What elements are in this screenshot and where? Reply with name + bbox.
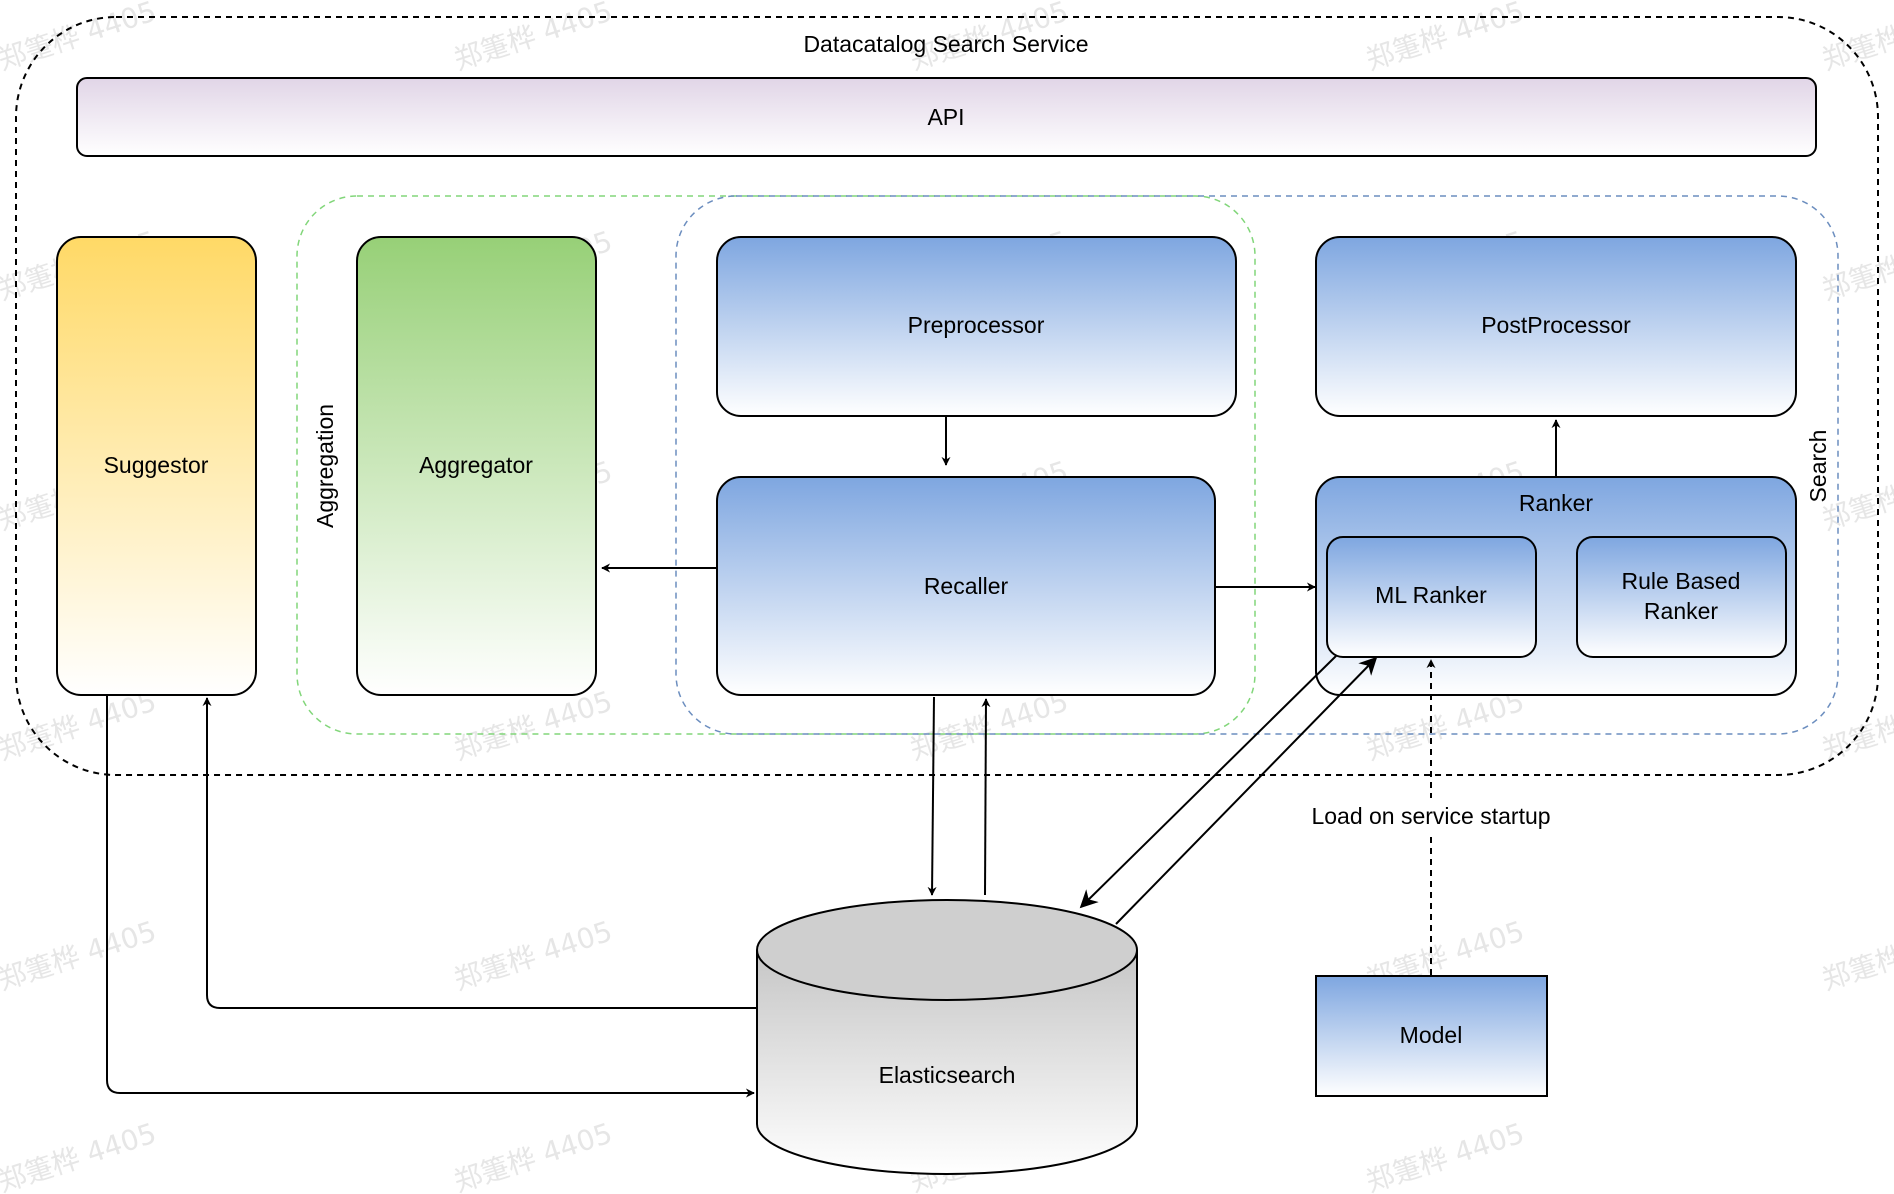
watermark: 郑箑桦 4405: [0, 0, 160, 77]
rule-based-ranker-node: [1576, 536, 1787, 658]
api-bar: [76, 77, 1817, 157]
edge-label-bg: [1300, 798, 1562, 834]
suggestor-node: [56, 236, 257, 696]
postprocessor-label: PostProcessor: [1481, 312, 1631, 338]
watermark: 郑箑桦 4405: [0, 685, 160, 767]
ranker-label: Ranker: [1519, 490, 1593, 516]
watermark: 郑箑桦 4405: [450, 685, 616, 767]
watermark: 郑箑桦 4405: [1362, 0, 1528, 77]
ml-ranker-node: [1326, 536, 1537, 658]
watermark: 郑箑桦 4405: [450, 1117, 616, 1194]
watermark: 郑箑桦 4405: [1818, 225, 1894, 307]
edge-elasticsearch-to-ml-ranker: [1115, 656, 1378, 925]
watermark: 郑箑桦 4405: [1362, 685, 1528, 767]
service-title: Datacatalog Search Service: [803, 31, 1088, 57]
edge-ranker-to-elasticsearch: [1079, 655, 1337, 909]
watermark: 郑箑桦 4405: [1818, 685, 1894, 767]
model-label: Model: [1400, 1022, 1463, 1048]
watermark: 郑箑桦 4405: [906, 685, 1072, 767]
watermark: 郑箑桦 4405: [0, 915, 160, 997]
service-container: [15, 16, 1879, 776]
model-node: [1315, 975, 1548, 1097]
rule-based-ranker-label-line1: Rule Based: [1622, 568, 1741, 594]
ml-ranker-label: ML Ranker: [1375, 582, 1487, 608]
postprocessor-node: [1315, 236, 1797, 417]
recaller-node: [716, 476, 1216, 696]
preprocessor-label: Preprocessor: [908, 312, 1045, 338]
suggestor-label: Suggestor: [104, 452, 209, 478]
aggregator-node: [356, 236, 597, 696]
elasticsearch-cylinder: [756, 899, 1138, 1175]
aggregation-group: [296, 195, 1256, 735]
elasticsearch-label: Elasticsearch: [879, 1062, 1016, 1088]
watermark: 郑箑桦 4405: [450, 915, 616, 997]
preprocessor-node: [716, 236, 1237, 417]
edge-label-load-on-startup: Load on service startup: [1311, 803, 1550, 829]
watermark: 郑箑桦 4405: [1818, 0, 1894, 77]
watermark: 郑箑桦 4405: [1362, 1117, 1528, 1194]
aggregation-group-label: Aggregation: [312, 404, 338, 528]
recaller-label: Recaller: [924, 573, 1009, 599]
watermark: 郑箑桦 4405: [0, 1117, 160, 1194]
edge-elasticsearch-to-suggestor: [202, 697, 756, 1009]
watermark: 郑箑桦 4405: [1818, 915, 1894, 997]
edge-suggestor-to-elasticsearch: [106, 696, 755, 1098]
api-label: API: [927, 104, 964, 130]
search-group-label: Search: [1805, 430, 1831, 503]
edge-recaller-to-elasticsearch: [927, 696, 937, 896]
aggregator-label: Aggregator: [419, 452, 533, 478]
edge-elasticsearch-to-recaller: [981, 698, 991, 896]
watermark: 郑箑桦 4405: [450, 0, 616, 77]
rule-based-ranker-label-line2: Ranker: [1644, 598, 1718, 624]
